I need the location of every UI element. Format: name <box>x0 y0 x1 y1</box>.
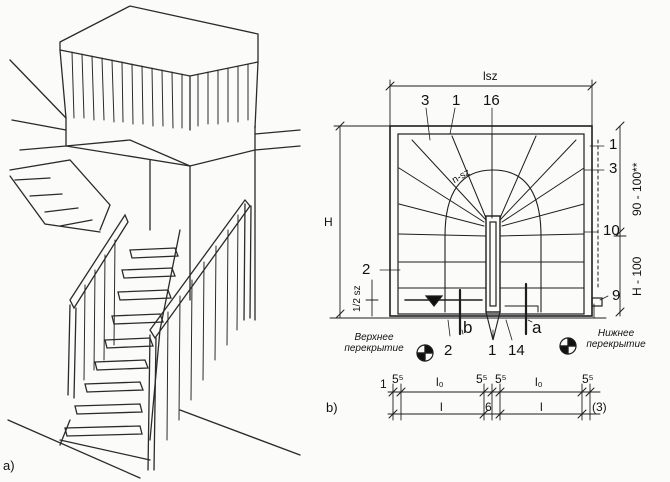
callout-10: 10 <box>603 222 620 239</box>
callout-b: b <box>463 318 473 337</box>
lower-floor-caption: Нижнее перекрытие <box>586 328 646 350</box>
callout-1-top: 1 <box>452 92 461 109</box>
callout-3-left: 3 <box>421 92 430 109</box>
callout-3-right: 3 <box>609 160 618 177</box>
height-lower-label: H - 100 <box>630 256 644 296</box>
dim-row1-4: 5⁵ <box>495 372 507 386</box>
panel-a-label: a) <box>3 458 15 473</box>
height-label: H <box>324 215 333 229</box>
dim-row1-6: 5⁵ <box>582 372 594 386</box>
callout-1-bottom: 1 <box>488 342 497 359</box>
dim-row1-2: l₀ <box>436 375 444 389</box>
callout-2-left: 2 <box>362 261 371 278</box>
callout-2-bottom: 2 <box>444 342 453 359</box>
dim-row2-1: 6 <box>485 400 492 414</box>
callout-1-right: 1 <box>609 136 618 153</box>
callout-16: 16 <box>483 92 500 109</box>
callout-a: a <box>532 318 542 337</box>
width-label: lsz <box>483 69 498 83</box>
dim-row1-3: 5⁵ <box>476 372 488 386</box>
panel-b-label: b) <box>326 400 338 415</box>
dim-row2-3: (3) <box>592 400 607 414</box>
height-upper-label: 90 - 100** <box>630 162 644 216</box>
dim-row1-5: l₀ <box>535 375 543 389</box>
dim-row2-2: l <box>540 400 543 414</box>
half-step-label: 1/2 sz <box>352 285 363 312</box>
dim-row2-0: l <box>440 400 443 414</box>
upper-floor-caption: Верхнее перекрытие <box>344 332 404 354</box>
dim-row1-0: 1 <box>380 377 387 391</box>
callout-14: 14 <box>508 342 525 359</box>
dim-row1-1: 5⁵ <box>392 372 404 386</box>
callout-9: 9 <box>612 287 621 304</box>
